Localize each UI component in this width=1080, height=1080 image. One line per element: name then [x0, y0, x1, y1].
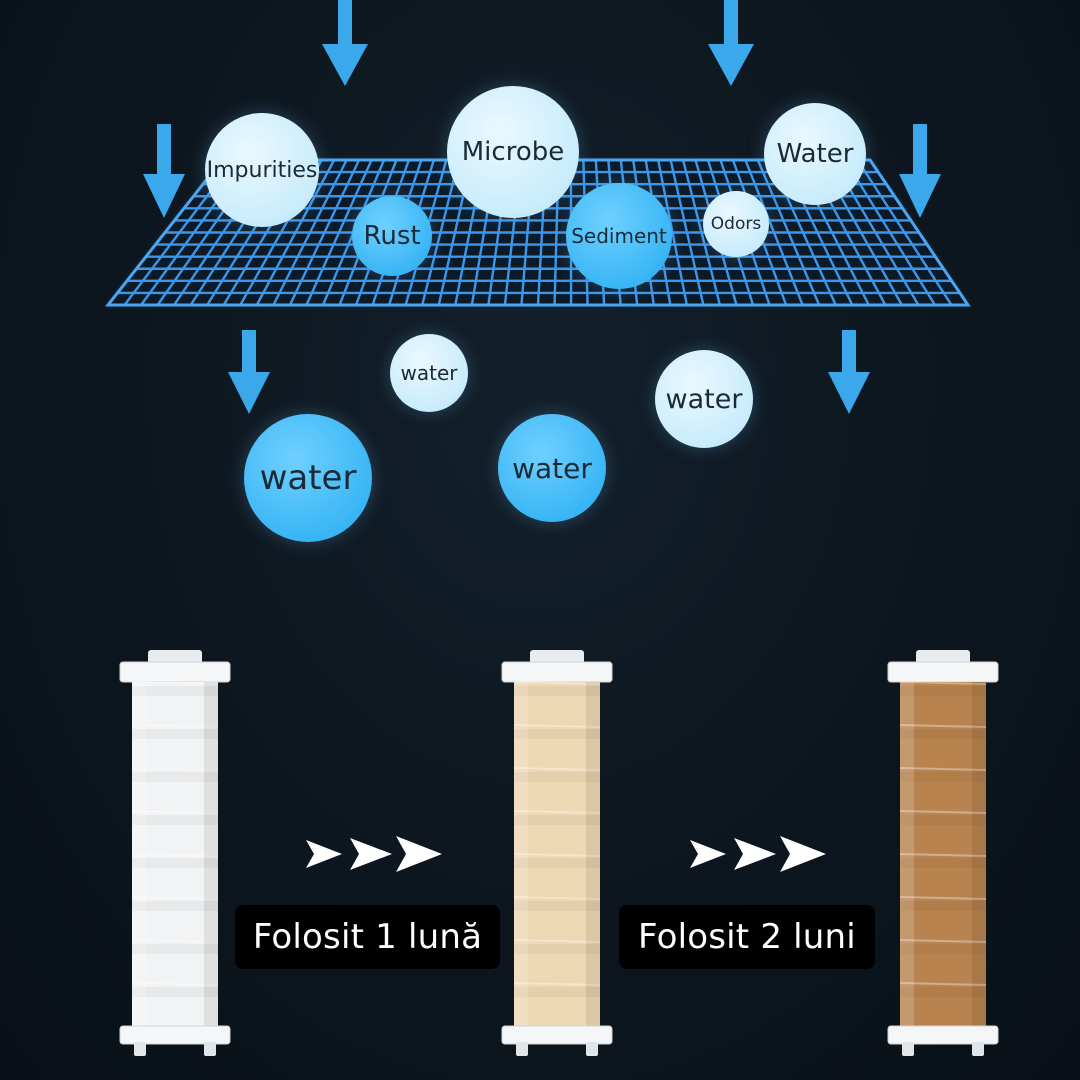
water-drop-label: water: [512, 451, 592, 485]
water-bubble: Water: [764, 103, 866, 205]
caption-1-month: Folosit 1 lună: [235, 905, 500, 969]
chevron-right-icon: [690, 836, 826, 872]
caption-2-months-text: Folosit 2 luni: [638, 917, 856, 957]
water-drop-label: water: [259, 458, 357, 498]
filter-cartridge-2-months: [887, 650, 999, 1056]
arrow-down-icon: [828, 330, 870, 414]
arrow-down-icon: [899, 124, 941, 218]
sediment-label: Sediment: [571, 224, 667, 248]
filter-cartridge-new: [119, 650, 231, 1056]
water-drop-label: water: [665, 383, 743, 415]
odors-label: Odors: [710, 214, 762, 234]
arrow-down-icon: [708, 0, 754, 86]
water-drop: water: [390, 334, 468, 412]
water-label: Water: [776, 139, 854, 169]
water-drop: water: [655, 350, 753, 448]
water-drop: water: [498, 414, 606, 522]
arrow-down-icon: [143, 124, 185, 218]
chevron-right-icon: [306, 836, 442, 872]
sediment-bubble: Sediment: [566, 183, 672, 289]
arrow-down-icon: [322, 0, 368, 86]
water-drop: water: [244, 414, 372, 542]
microbe-bubble: Microbe: [447, 86, 579, 218]
filter-cartridge-1-month: [501, 650, 613, 1056]
microbe-label: Microbe: [461, 137, 565, 167]
odors-bubble: Odors: [703, 191, 769, 257]
water-drop-label: water: [400, 361, 458, 385]
caption-2-months: Folosit 2 luni: [619, 905, 875, 969]
rust-bubble: Rust: [352, 196, 432, 276]
rust-label: Rust: [363, 221, 421, 251]
caption-1-month-text: Folosit 1 lună: [252, 917, 483, 957]
impurities-label: Impurities: [206, 157, 318, 183]
impurities-bubble: Impurities: [205, 113, 319, 227]
arrow-down-icon: [228, 330, 270, 414]
